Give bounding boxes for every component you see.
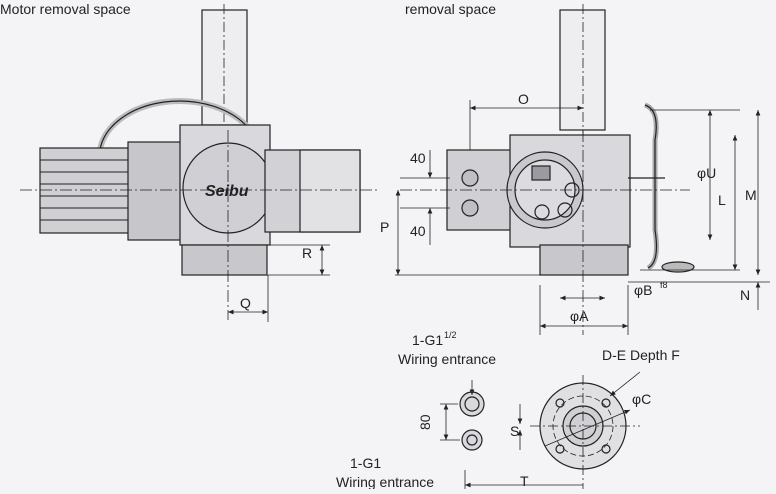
removal-space-column-right xyxy=(559,9,606,131)
flange-detail xyxy=(530,371,641,489)
dim-Q: Q xyxy=(240,295,251,311)
brand-label: Seibu xyxy=(205,183,249,200)
dim-phiA: φA xyxy=(570,308,589,324)
base-block xyxy=(181,244,268,276)
motor-flange xyxy=(127,141,184,241)
side-base-block xyxy=(539,244,629,276)
dim-phiB: φB xyxy=(634,282,652,298)
g1-label: 1-G1 xyxy=(350,455,381,471)
wiring-entrance-top: Wiring entrance xyxy=(398,351,496,367)
motor-body xyxy=(39,147,131,234)
dim-40-bottom: 40 xyxy=(410,223,426,239)
dim-O: O xyxy=(518,91,529,107)
front-view xyxy=(20,4,380,322)
dim-N: N xyxy=(740,287,750,303)
dim-phiB-sup: f8 xyxy=(660,280,668,290)
dim-R: R xyxy=(302,245,312,261)
dim-phiC: φC xyxy=(632,391,651,407)
side-view xyxy=(395,4,770,335)
dim-T: T xyxy=(520,473,529,489)
g1-half-sup: 1/2 xyxy=(444,330,457,340)
wiring-entrance-detail xyxy=(440,380,583,489)
dim-L: L xyxy=(718,192,726,208)
dim-S: S xyxy=(510,423,519,439)
dim-phiU: φU xyxy=(697,165,716,181)
dim-M: M xyxy=(745,187,757,203)
depth-label: D-E Depth F xyxy=(602,347,680,363)
motor-fins xyxy=(40,159,130,221)
motor-removal-space-label: Motor removal space xyxy=(0,1,131,17)
g1-half-label: 1-G1 xyxy=(412,332,443,348)
dim-P: P xyxy=(380,219,389,235)
wiring-entrance-bottom: Wiring entrance xyxy=(336,474,434,489)
dim-40-top: 40 xyxy=(410,150,426,166)
dim-80: 80 xyxy=(417,414,433,430)
removal-space-label: removal space xyxy=(405,1,496,17)
